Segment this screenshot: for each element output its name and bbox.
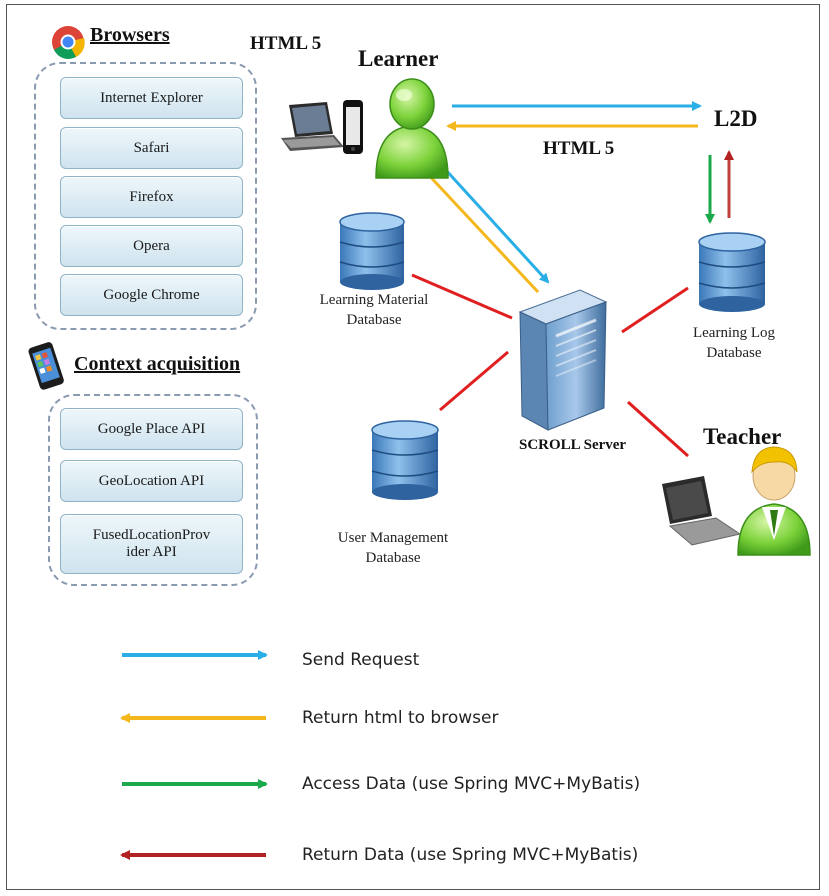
l2d-label: L2D bbox=[714, 106, 758, 131]
return-html-arrow-server bbox=[422, 168, 540, 294]
laptop-icon bbox=[281, 102, 344, 151]
legend-return-data-label: Return Data (use Spring MVC+MyBatis) bbox=[302, 845, 639, 865]
teacher-label: Teacher bbox=[703, 424, 782, 449]
context-item-google-place-api: Google Place API bbox=[60, 408, 243, 450]
learning-log-db-icon bbox=[698, 232, 766, 312]
smartphone-icon bbox=[28, 342, 64, 390]
link-teacher bbox=[626, 400, 690, 458]
link-user-db bbox=[439, 350, 509, 412]
legend-access-data-label: Access Data (use Spring MVC+MyBatis) bbox=[302, 774, 641, 794]
user-management-db-label-line2: Database bbox=[365, 550, 421, 566]
diagram-frame bbox=[6, 4, 820, 890]
user-management-db-icon bbox=[371, 420, 439, 500]
learner-label: Learner bbox=[358, 46, 439, 71]
legend-send-request-label: Send Request bbox=[302, 650, 420, 670]
context-item-fused-location-provider-api: FusedLocationProv ider API bbox=[60, 514, 243, 574]
teacher-person-icon bbox=[737, 446, 811, 556]
learning-log-db-label: Learning Log Database bbox=[672, 323, 796, 363]
browsers-heading: Browsers bbox=[90, 24, 170, 46]
teacher-laptop-icon bbox=[662, 476, 742, 546]
browser-item-google-chrome: Google Chrome bbox=[60, 274, 243, 316]
learning-log-db-label-line1: Learning Log bbox=[692, 325, 776, 341]
user-management-db-label-line1: User Management bbox=[337, 530, 449, 546]
learning-log-db-label-line2: Database bbox=[706, 345, 762, 361]
link-log-db bbox=[621, 286, 689, 334]
server-label: SCROLL Server bbox=[519, 437, 627, 453]
send-request-arrow-server bbox=[442, 166, 550, 284]
server-icon bbox=[518, 289, 608, 431]
browser-item-firefox: Firefox bbox=[60, 176, 243, 218]
mobile-phone-icon bbox=[343, 100, 363, 154]
learning-material-db-icon bbox=[339, 212, 405, 290]
browsers-group bbox=[34, 62, 257, 330]
browser-item-opera: Opera bbox=[60, 225, 243, 267]
learning-material-db-label: Learning Material Database bbox=[296, 290, 452, 330]
learning-material-db-label-line2: Database bbox=[346, 312, 402, 328]
html5-label-top: HTML 5 bbox=[250, 33, 322, 54]
link-material-db bbox=[411, 273, 513, 320]
context-acquisition-group bbox=[48, 394, 258, 586]
legend-return-html-label: Return html to browser bbox=[302, 708, 499, 728]
context-acquisition-heading: Context acquisition bbox=[74, 353, 241, 375]
learner-person-icon bbox=[375, 78, 449, 179]
browser-item-safari: Safari bbox=[60, 127, 243, 169]
html5-label-mid: HTML 5 bbox=[543, 138, 615, 159]
browser-item-internet-explorer: Internet Explorer bbox=[60, 77, 243, 119]
chrome-icon bbox=[52, 26, 85, 59]
user-management-db-label: User Management Database bbox=[302, 528, 484, 568]
context-item-geolocation-api: GeoLocation API bbox=[60, 460, 243, 502]
learning-material-db-label-line1: Learning Material bbox=[319, 292, 429, 308]
